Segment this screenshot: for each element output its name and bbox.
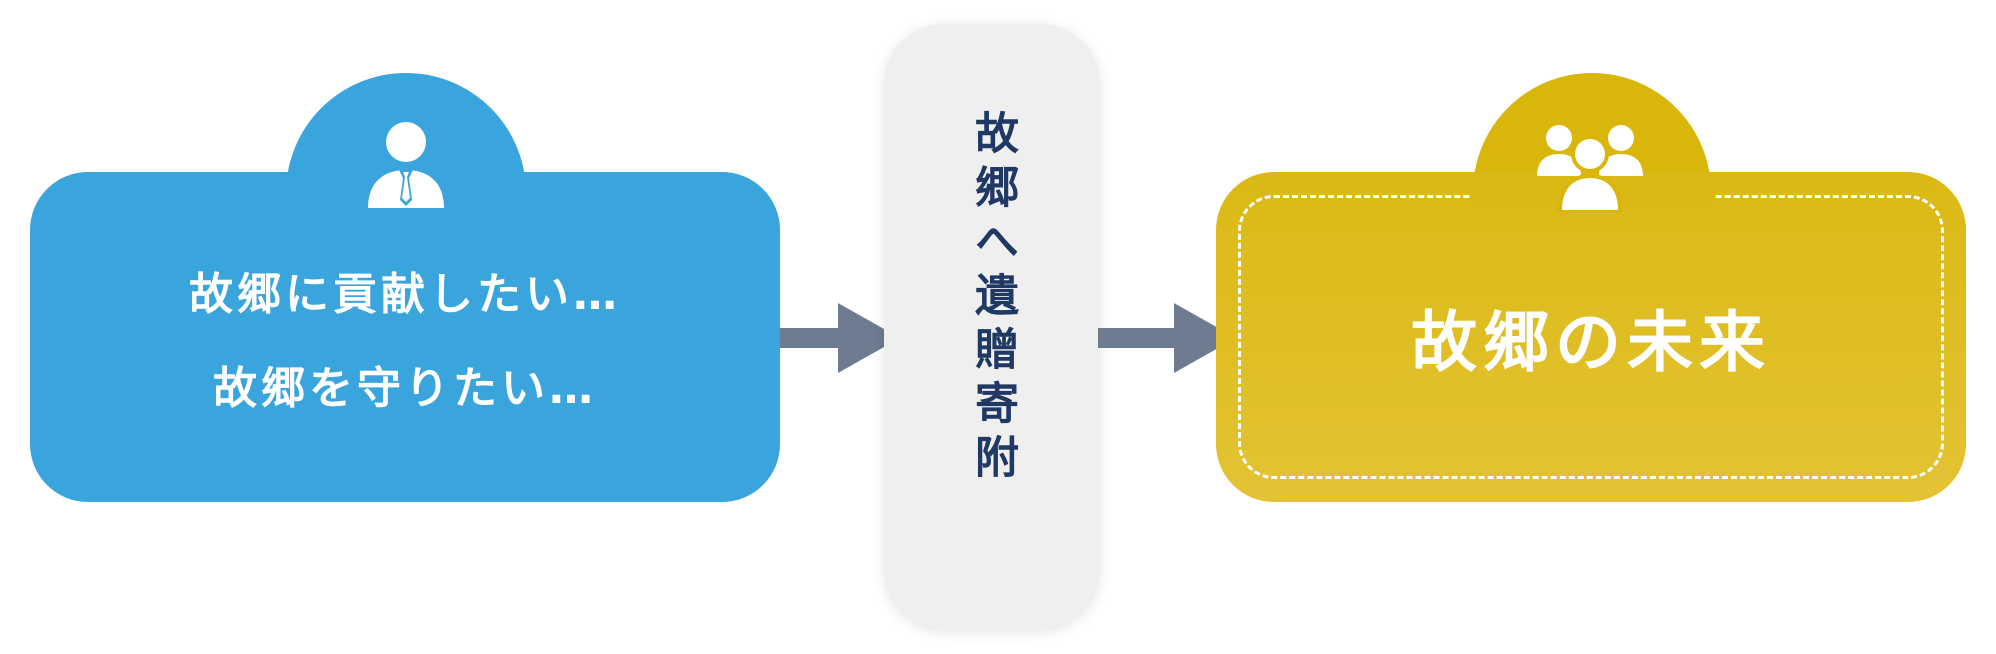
left-card-text: 故郷に貢献したい… 故郷を守りたい… [30,172,780,502]
right-card-label: 故郷の未来 [1411,304,1771,381]
left-card-line-1: 故郷に貢献したい… [189,269,621,320]
right-card [1216,172,1966,502]
arrow-right-icon [1098,303,1218,373]
group-people-icon [1537,125,1643,212]
middle-label: 故郷へ遺贈寄附 [967,110,1018,488]
middle-pill [884,24,1100,630]
businessperson-icon [368,122,444,208]
left-card-line-2: 故郷を守りたい… [213,363,597,414]
arrow-right-icon [780,303,900,373]
left-card [30,172,780,502]
